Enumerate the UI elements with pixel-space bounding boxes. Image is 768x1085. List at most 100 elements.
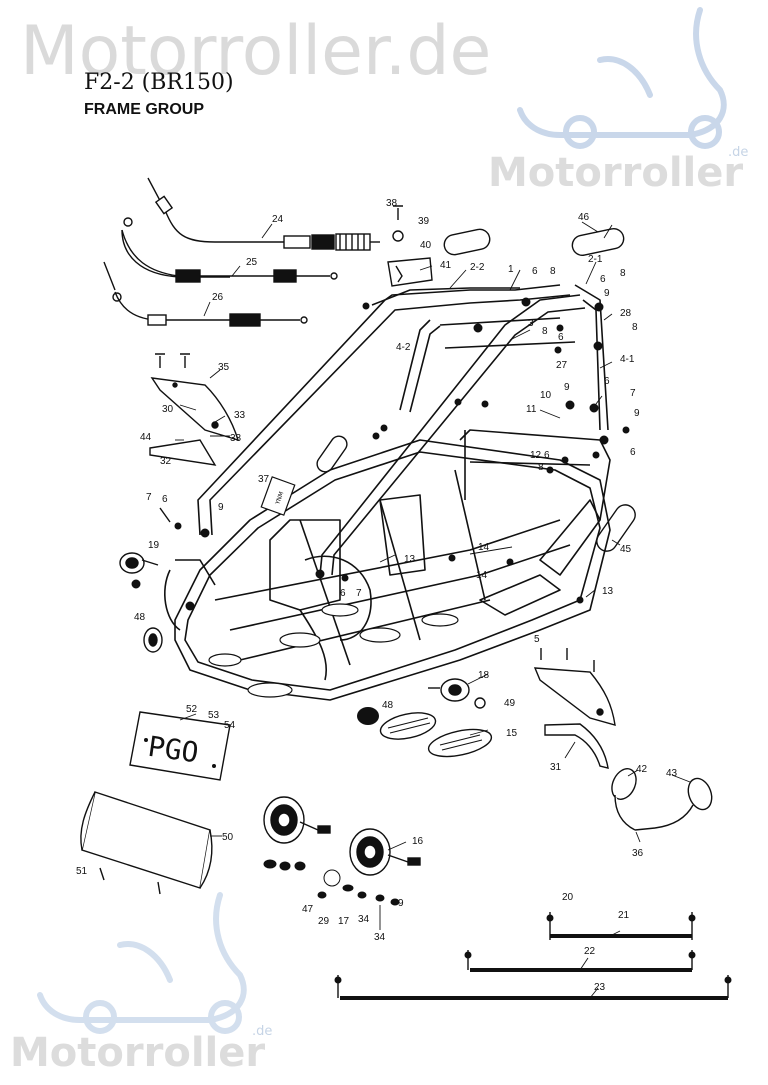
callout-6-near12: 6: [544, 450, 550, 461]
watermark-right-suffix: .de: [728, 145, 749, 160]
light-mount-parts: [263, 859, 400, 906]
watermark-bottom: Motorroller: [10, 1030, 266, 1076]
callout-24: 24: [272, 214, 284, 225]
callout-48-left: 48: [134, 612, 146, 623]
callout-6-mid: 6: [558, 332, 564, 343]
callout-43: 43: [666, 768, 678, 779]
callout-37: 37: [258, 474, 270, 485]
callout-10: 10: [540, 390, 552, 401]
callout-29: 29: [318, 916, 330, 927]
callout-9-right: 9: [604, 288, 610, 299]
callout-5: 5: [534, 634, 540, 645]
callout-13-center: 13: [404, 554, 416, 565]
screws: [99, 205, 729, 998]
bracket-41: [387, 230, 433, 287]
reflector-48: [143, 627, 163, 653]
shield-50: [80, 791, 213, 889]
callout-6-side: 6: [604, 376, 610, 387]
callout-22: 22: [584, 946, 596, 957]
callout-9-bottom: 9: [398, 898, 404, 909]
callout-13-right: 13: [602, 586, 614, 597]
callout-7-center: 7: [356, 588, 362, 599]
callout-49: 49: [504, 698, 516, 709]
sticker-text: YNM: [274, 491, 285, 507]
callout-47: 47: [302, 904, 314, 915]
scooter-logo-watermark-bottom: [37, 892, 247, 1034]
footrests-15: [379, 712, 493, 758]
callout-15: 15: [506, 728, 518, 739]
callout-7-left: 7: [146, 492, 152, 503]
watermark-right: Motorroller: [488, 150, 744, 196]
callout-2-2: 2-2: [470, 262, 485, 273]
callout-14-bottom: 14: [476, 570, 488, 581]
callout-4-1: 4-1: [620, 354, 635, 365]
callout-8-mid: 8: [542, 326, 548, 337]
callout-35: 35: [218, 362, 230, 373]
callout-31: 31: [550, 762, 562, 773]
callout-6-left: 6: [162, 494, 168, 505]
callout-33-top: 33: [234, 410, 246, 421]
mirror-42: [611, 768, 637, 831]
callout-50: 50: [222, 832, 234, 843]
floor-holes: [208, 603, 459, 698]
callout-45: 45: [620, 544, 632, 555]
callout-6-right: 6: [600, 274, 606, 285]
scooter-logo-watermark-top: [517, 7, 727, 149]
callout-1: 1: [508, 264, 514, 275]
callout-17: 17: [338, 916, 350, 927]
leader-lines: [175, 221, 691, 999]
callout-21: 21: [618, 910, 630, 921]
sticker-37: YNM: [260, 476, 296, 516]
callout-labels: 24 25 26 38 39 40 41 46 2-2 1 6 8 2-1 8 …: [76, 198, 678, 993]
callout-33-bottom: 33: [230, 433, 242, 444]
watermark-bottom-suffix: .de: [252, 1024, 273, 1039]
diagram-title: FRAME GROUP: [84, 101, 204, 118]
callout-8-right: 8: [620, 268, 626, 279]
callout-6-top: 6: [532, 266, 538, 277]
callout-7-right: 7: [630, 388, 636, 399]
callout-16: 16: [412, 836, 424, 847]
fasteners: [131, 297, 630, 611]
callout-8-near12: 8: [538, 462, 544, 473]
callout-9-mid: 9: [564, 382, 570, 393]
callout-8-top: 8: [550, 266, 556, 277]
callout-41: 41: [440, 260, 452, 271]
callout-8-lower: 8: [632, 322, 638, 333]
choke-cable-26: [112, 291, 308, 327]
callout-32: 32: [160, 456, 172, 467]
side-shield-30: [150, 377, 240, 442]
brake-line-22: [464, 951, 696, 972]
callout-34-left: 34: [358, 914, 370, 925]
callout-12: 12: [530, 450, 542, 461]
callout-11: 11: [526, 404, 537, 415]
reflector-48-lower: [357, 707, 379, 725]
diagram-code: F2-2 (BR150): [84, 70, 234, 95]
callout-19: 19: [148, 540, 160, 551]
bracket-32: [149, 439, 217, 466]
callout-6-center: 6: [340, 588, 346, 599]
handle-grips-46: [443, 227, 625, 257]
brake-line-21: [546, 914, 696, 938]
callout-39: 39: [418, 216, 430, 227]
watermark-top: Motorroller.de: [20, 12, 492, 91]
callout-2-1: 2-1: [588, 254, 603, 265]
callout-20: 20: [562, 892, 574, 903]
callout-34-right: 34: [374, 932, 386, 943]
brake-cable-25: [103, 229, 338, 291]
mirror-43: [634, 777, 713, 831]
callout-9-left: 9: [218, 502, 224, 513]
callout-48-bottom: 48: [382, 700, 394, 711]
callout-42: 42: [636, 764, 648, 775]
callout-3: 3: [528, 318, 534, 329]
bracket-31: [544, 723, 609, 769]
taillight-18: [428, 678, 486, 709]
headlight-19: [119, 552, 159, 574]
callout-53: 53: [208, 710, 220, 721]
callout-25: 25: [246, 257, 258, 268]
callout-30: 30: [162, 404, 174, 415]
callout-52: 52: [186, 704, 198, 715]
callout-23: 23: [594, 982, 606, 993]
callout-38: 38: [386, 198, 398, 209]
